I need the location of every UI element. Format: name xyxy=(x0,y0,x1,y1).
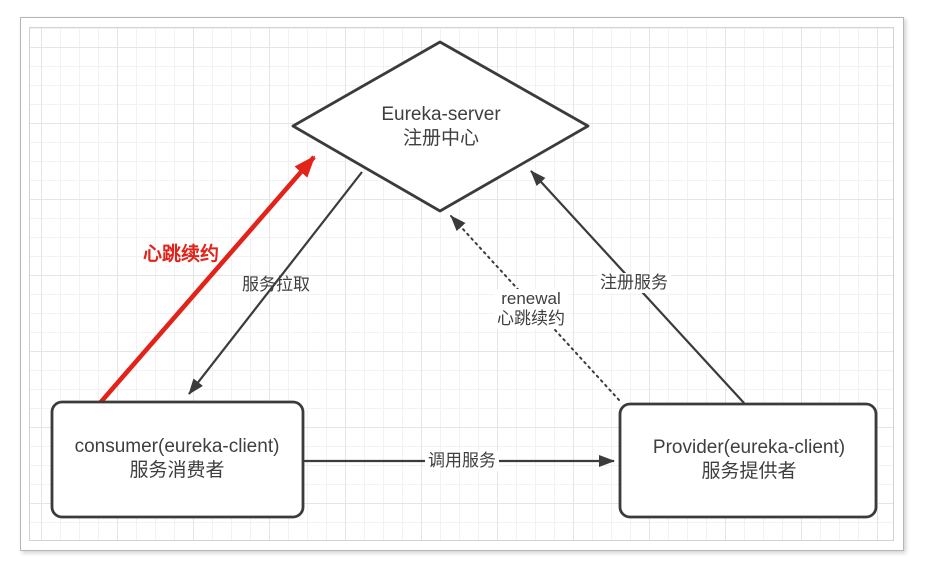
consumer-box xyxy=(50,400,305,519)
eureka-server-label-line1: Eureka-server xyxy=(381,104,501,125)
edge-pull-arrow xyxy=(188,171,363,395)
provider-label: Provider(eureka-client) 服务提供者 xyxy=(653,436,845,484)
edge-label-renewal: renewal 心跳续约 xyxy=(494,289,568,329)
provider-box xyxy=(618,402,878,519)
edge-label-invoke: 调用服务 xyxy=(425,451,499,471)
eureka-server-label: Eureka-server 注册中心 xyxy=(381,103,500,151)
provider-label-line2: 服务提供者 xyxy=(701,461,797,482)
eureka-server-diamond xyxy=(291,40,590,213)
eureka-server-label-line2: 注册中心 xyxy=(402,128,480,149)
edge-heartbeat-red-arrow xyxy=(98,155,316,405)
consumer-label: consumer(eureka-client) 服务消费者 xyxy=(75,435,280,483)
edge-label-register: 注册服务 xyxy=(597,273,671,293)
edge-label-renewal-line1: renewal xyxy=(501,289,561,308)
edge-label-heartbeat: 心跳续约 xyxy=(142,244,220,265)
consumer-label-line1: consumer(eureka-client) xyxy=(74,436,280,457)
consumer-label-line2: 服务消费者 xyxy=(129,460,225,481)
edge-label-renewal-line2: 心跳续约 xyxy=(497,309,565,328)
provider-label-line1: Provider(eureka-client) xyxy=(652,437,846,458)
edge-label-pull: 服务拉取 xyxy=(242,275,310,294)
